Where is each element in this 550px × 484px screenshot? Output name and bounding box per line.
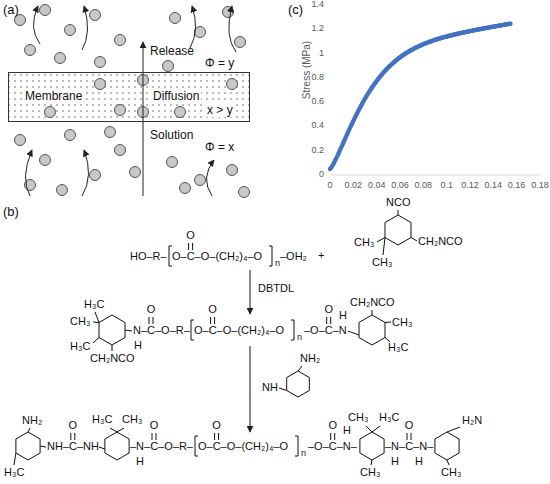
chemical-group: O <box>328 419 337 432</box>
chemical-group: O–C–O–(CH₂)₄–O <box>194 324 284 337</box>
tick-label: 1.4 <box>311 0 324 10</box>
tick-label: 0.2 <box>311 145 324 156</box>
membrane-label: Membrane <box>23 89 84 103</box>
chemical-group: n <box>275 258 280 269</box>
tick-label: 0.06 <box>391 180 409 191</box>
chemical-group: H₃C <box>84 298 104 311</box>
chemical-group: CH₂NCO <box>418 235 463 248</box>
chemical-group: H₃C <box>388 341 408 354</box>
data-series <box>328 21 513 171</box>
data-point <box>508 21 512 25</box>
chemical-group: O <box>212 419 221 432</box>
chemical-group: n <box>301 448 306 459</box>
chemical-group: H₂N <box>462 414 482 427</box>
chemical-group: H <box>136 455 144 468</box>
tick-label: 0.18 <box>531 180 549 191</box>
panel-letter: (b) <box>3 204 19 220</box>
data-point <box>507 22 511 26</box>
tick-label: 0.8 <box>311 72 324 83</box>
chemical-group: CH₂NCO <box>350 296 395 309</box>
chemical-structures <box>14 210 460 465</box>
chemical-group: CH₃ <box>122 413 142 426</box>
chemical-group: CH₃ <box>354 236 374 249</box>
tick-label: 0.02 <box>345 180 363 191</box>
chemical-group: H₃C <box>70 340 90 353</box>
chemical-group: O <box>324 303 333 316</box>
chemical-group: HO–R– <box>130 250 167 263</box>
chemical-group: CH₃ <box>372 256 392 269</box>
tick-label: 0.04 <box>368 180 386 191</box>
chemical-group: H <box>415 455 423 468</box>
chemical-group: H <box>339 309 347 322</box>
tick-label: 0.4 <box>311 120 324 131</box>
chemical-group: NCO <box>386 196 410 209</box>
chemical-group: O–C–O–(CH₂)₄–O <box>172 250 262 263</box>
chemical-group: –N–C–N– <box>385 440 433 453</box>
panel-letter: (c) <box>288 2 303 18</box>
tick-label: 0 <box>319 169 324 180</box>
chemical-group: O–C–O–(CH₂)₄–O <box>198 440 288 453</box>
chemical-group: O <box>208 303 217 316</box>
chemical-group: –OH₂ <box>280 250 307 263</box>
chemical-group: –O–C–N <box>304 324 347 337</box>
x-axis <box>330 175 540 176</box>
panel-letter: (a) <box>3 2 19 18</box>
region-label: Release <box>150 44 194 58</box>
axis-title: Stress (MPa) <box>301 41 313 99</box>
chemical-group: H <box>391 455 399 468</box>
membrane-fill <box>8 72 250 122</box>
chemical-group: NH–C–NH <box>47 440 99 453</box>
chemical-group: O <box>150 419 159 432</box>
membrane-label: Diffusion <box>151 89 201 103</box>
chemical-group: O <box>147 303 156 316</box>
tick-label: 0.6 <box>311 96 324 107</box>
tick-label: 0.1 <box>440 180 453 191</box>
chemical-group: –O–C–N– <box>308 440 357 453</box>
tick-label: 0.16 <box>508 180 526 191</box>
chemical-group: n <box>297 332 302 343</box>
chemical-group: CH₃ <box>360 466 380 479</box>
chemical-group: + <box>318 249 324 262</box>
tick-label: 1.2 <box>311 23 324 34</box>
chemical-group: CH₃ <box>70 315 90 328</box>
tick-label: 0.12 <box>461 180 479 191</box>
chemical-group: CH₃ <box>348 411 368 424</box>
region-label: Solution <box>150 128 193 142</box>
tick-label: 0.14 <box>485 180 503 191</box>
chemical-group: O <box>405 419 414 432</box>
chemical-group: H₃C <box>4 466 24 479</box>
tick-label: 0 <box>327 180 332 191</box>
region-label: Φ = x <box>205 140 234 154</box>
chemical-group: CH₃ <box>441 466 461 479</box>
chemical-group: H <box>134 339 142 352</box>
chemical-group: H₃C <box>379 411 399 424</box>
chemical-group: CH₃ <box>392 316 412 329</box>
membrane-label: x > y <box>205 103 235 117</box>
chemical-group: NH₂ <box>300 352 320 365</box>
chemical-group: NH <box>262 381 278 394</box>
chemical-group: –N–C–O–R– <box>130 440 193 453</box>
membrane-box: Membrane Diffusion x > y <box>8 72 250 122</box>
region-label: Φ = y <box>205 56 234 70</box>
chemical-group: O <box>69 419 78 432</box>
chemical-group: O <box>186 229 195 242</box>
tick-label: 0.08 <box>415 180 433 191</box>
chemical-group: NH₂ <box>22 414 42 427</box>
tick-label: 1 <box>319 48 324 59</box>
chemical-group: N–C–O–R– <box>133 324 190 337</box>
chemical-group: H <box>343 424 351 437</box>
chemical-group: H₃C <box>92 413 112 426</box>
particles <box>15 5 250 198</box>
catalyst-label: DBTDL <box>258 282 294 295</box>
chemical-group: CH₂NCO <box>90 352 135 365</box>
